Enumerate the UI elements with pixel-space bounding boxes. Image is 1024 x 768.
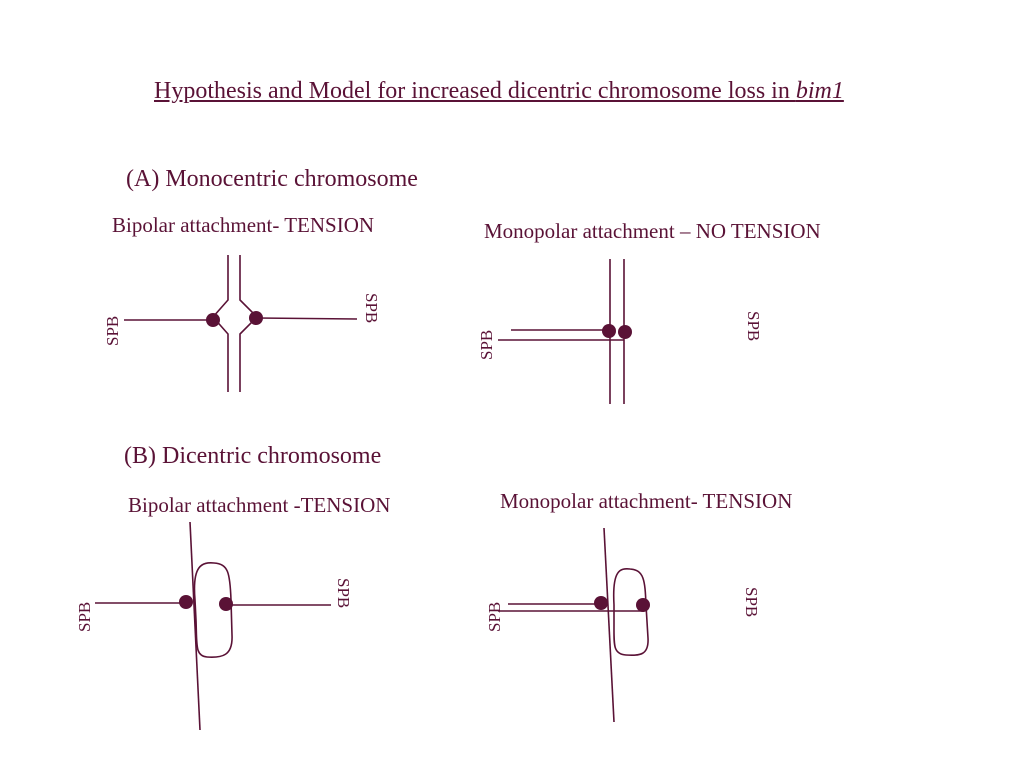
- kinetochore-dot: [179, 595, 193, 609]
- kinetochore-dot: [249, 311, 263, 325]
- spb-label: SPB: [334, 578, 353, 608]
- section-b-right-label: Monopolar attachment- TENSION: [500, 489, 793, 513]
- kinetochore-dot: [618, 325, 632, 339]
- spb-label: SPB: [744, 311, 763, 341]
- section-a-left-label: Bipolar attachment- TENSION: [112, 213, 375, 237]
- spb-label: SPB: [485, 602, 504, 632]
- diagram-b-monopolar: SPB SPB: [485, 527, 761, 723]
- chromatid-loop: [193, 562, 233, 659]
- diagram-a-monopolar: SPB SPB: [477, 259, 763, 404]
- section-b-heading: (B) Dicentric chromosome: [124, 443, 382, 469]
- kinetochore-dot: [206, 313, 220, 327]
- section-a-heading: (A) Monocentric chromosome: [126, 166, 418, 192]
- diagram-b-bipolar: SPB SPB: [75, 521, 353, 731]
- title-text: Hypothesis and Model for increased dicen…: [154, 78, 796, 104]
- microtubule-right: [256, 317, 358, 320]
- kinetochore-dot: [602, 324, 616, 338]
- spb-label: SPB: [75, 602, 94, 632]
- spb-label: SPB: [362, 293, 381, 323]
- slide-title: Hypothesis and Model for increased dicen…: [154, 78, 844, 105]
- chromatid-strand: [603, 527, 615, 723]
- section-a-right-label: Monopolar attachment – NO TENSION: [484, 219, 821, 243]
- diagram-a-bipolar: SPB SPB: [103, 255, 381, 392]
- chromatid-loop: [612, 568, 649, 657]
- section-b-left-label: Bipolar attachment -TENSION: [128, 493, 391, 517]
- chromatid-strand: [189, 521, 201, 731]
- kinetochore-dot: [594, 596, 608, 610]
- spb-label: SPB: [477, 330, 496, 360]
- kinetochore-dot: [636, 598, 650, 612]
- spb-label: SPB: [742, 587, 761, 617]
- title-italic: bim1: [795, 78, 844, 104]
- spb-label: SPB: [103, 316, 122, 346]
- kinetochore-dot: [219, 597, 233, 611]
